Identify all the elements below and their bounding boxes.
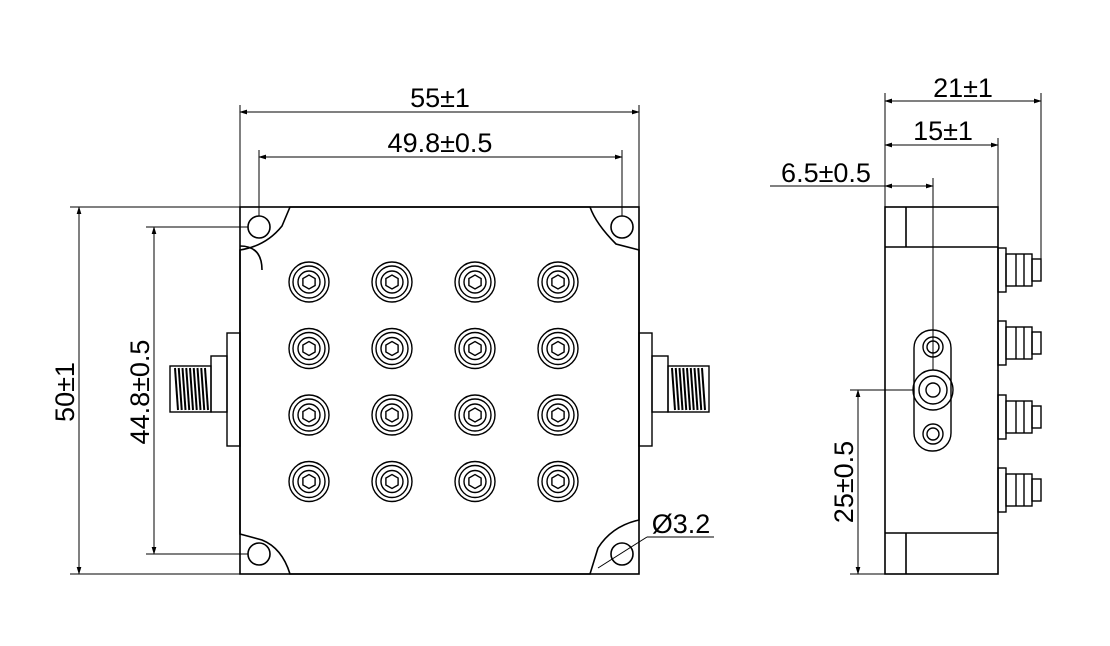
screw-head <box>454 261 496 303</box>
dim-overall-height-label: 50±1 <box>50 362 80 422</box>
dim-overall-height: 50±1 <box>50 206 240 575</box>
dim-hole-diameter: Ø3.2 <box>597 509 714 569</box>
dim-connector-offset: 6.5±0.5 <box>770 158 934 370</box>
dim-hole-spacing-horizontal: 49.8±0.5 <box>258 128 623 216</box>
corner-mounting-holes <box>247 215 634 566</box>
screw-head <box>288 261 330 303</box>
front-body-outline <box>239 206 640 575</box>
dim-overall-width-label: 55±1 <box>410 83 470 113</box>
screw-head <box>537 327 579 370</box>
dim-overall-width: 55±1 <box>239 83 640 207</box>
dim-overall-depth: 21±1 <box>884 73 1042 268</box>
left-sma-connector <box>169 332 241 447</box>
screw-head <box>537 394 579 436</box>
side-view: 21±1 15±1 6.5±0.5 25±0.5 <box>770 73 1042 575</box>
side-connector <box>997 467 1042 513</box>
dim-hole-spacing-vertical-label: 44.8±0.5 <box>125 340 155 445</box>
mounting-hole-top-right <box>610 215 634 239</box>
screw-head <box>537 460 579 503</box>
screw-head <box>371 327 413 370</box>
dim-body-depth-label: 15±1 <box>913 116 973 146</box>
screw-head <box>288 460 330 503</box>
dim-connector-height-label: 25±0.5 <box>829 441 859 523</box>
screw-head <box>371 261 413 303</box>
screw-head <box>371 394 413 436</box>
side-connectors <box>997 247 1042 513</box>
mounting-hole-top-left <box>247 215 271 239</box>
mounting-hole-bottom-left <box>247 542 271 566</box>
mounting-hole-bottom-right <box>610 542 634 566</box>
screw-head <box>371 460 413 503</box>
screw-head <box>288 394 330 436</box>
dim-hole-diameter-label: Ø3.2 <box>652 509 711 539</box>
side-connector <box>997 247 1042 293</box>
dim-connector-height: 25±0.5 <box>829 389 913 575</box>
screw-head <box>537 261 579 303</box>
side-connector <box>997 394 1042 440</box>
right-sma-connector <box>638 332 710 447</box>
screw-head <box>288 327 330 370</box>
screw-head <box>454 327 496 370</box>
front-body-inner-outline <box>239 206 640 575</box>
dim-connector-offset-label: 6.5±0.5 <box>781 158 871 188</box>
screw-head <box>454 460 496 503</box>
screw-head <box>454 394 496 436</box>
side-center-connector <box>912 329 954 452</box>
side-connector <box>997 320 1042 366</box>
dim-hole-spacing-vertical: 44.8±0.5 <box>125 226 248 555</box>
dim-body-depth: 15±1 <box>884 116 999 207</box>
screw-grid <box>288 261 579 503</box>
dim-overall-depth-label: 21±1 <box>933 73 993 103</box>
dim-hole-spacing-horizontal-label: 49.8±0.5 <box>388 128 493 158</box>
front-view: 55±1 49.8±0.5 50±1 44.8±0.5 Ø3.2 <box>50 83 714 575</box>
